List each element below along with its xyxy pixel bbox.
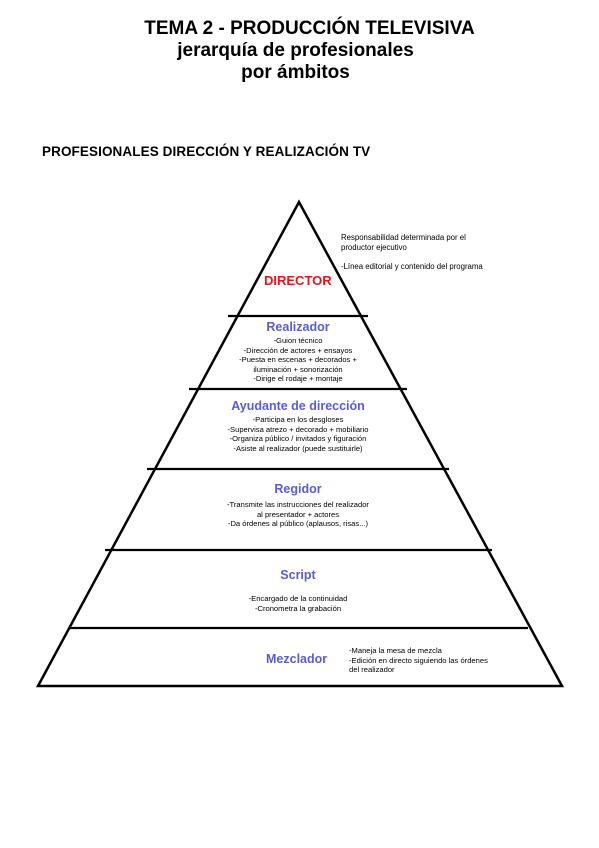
realizador-item-4: iluminación + sonorización bbox=[253, 364, 343, 374]
director-label: DIRECTOR bbox=[264, 273, 332, 288]
ayudante-item-3: -Organiza público / invitados y figuraci… bbox=[229, 434, 367, 444]
director-note-2: productor ejecutivo bbox=[341, 243, 407, 252]
pyramid-outline bbox=[35, 199, 565, 688]
script-item-2: -Cronometra la grabación bbox=[254, 603, 342, 613]
script-title: Script bbox=[280, 568, 316, 582]
page-header: TEMA 2 - PRODUCCIÓN TELEVISIVA jerarquía… bbox=[0, 18, 599, 84]
ayudante-items: -Participa en los desgloses -Supervisa a… bbox=[198, 415, 398, 453]
regidor-item-1: -Transmite las instrucciones del realiza… bbox=[227, 500, 369, 509]
realizador-item-1: -Guion técnico bbox=[273, 336, 323, 345]
section-title: PROFESIONALES DIRECCIÓN Y REALIZACIÓN TV bbox=[42, 144, 371, 159]
realizador-items: -Guion técnico -Dirección de actores + e… bbox=[198, 336, 398, 384]
script-items: -Encargado de la continuidad -Cronometra… bbox=[198, 594, 398, 613]
director-note-1: Responsabilidad determinada por el bbox=[341, 233, 466, 242]
ayudante-item-4: -Asiste al realizador (puede sustituirle… bbox=[233, 443, 363, 453]
realizador-item-3: -Puesta en escenas + decorados + bbox=[239, 355, 357, 365]
ayudante-title: Ayudante de dirección bbox=[231, 399, 365, 413]
header-line-3: por ámbitos bbox=[241, 62, 350, 83]
script-item-1: -Encargado de la continuidad bbox=[248, 594, 348, 603]
mezclador-item-1: -Maneja la mesa de mezcla bbox=[349, 646, 442, 655]
mezclador-title: Mezclador bbox=[266, 652, 328, 666]
header-line-2: jerarquía de profesionales bbox=[177, 40, 414, 61]
director-note-3: -Línea editorial y contenido del program… bbox=[341, 262, 483, 271]
realizador-item-5: -Dirige el rodaje + montaje bbox=[253, 374, 343, 384]
mezclador-item-3: del realizador bbox=[349, 665, 395, 675]
realizador-item-2: -Dirección de actores + ensayos bbox=[243, 345, 353, 355]
mezclador-item-2: -Edición en directo siguiendo las órdene… bbox=[349, 655, 488, 665]
regidor-item-3: -Da órdenes al público (aplausos, risas.… bbox=[227, 519, 369, 529]
regidor-items: -Transmite las instrucciones del realiza… bbox=[198, 500, 398, 529]
director-notes: Responsabilidad determinada por el produ… bbox=[341, 233, 483, 272]
ayudante-item-2: -Supervisa atrezo + decorado + mobiliari… bbox=[227, 424, 369, 434]
regidor-item-2: al presentador + actores bbox=[256, 509, 340, 519]
ayudante-item-1: -Participa en los desgloses bbox=[252, 415, 344, 424]
regidor-title: Regidor bbox=[274, 482, 322, 496]
realizador-title: Realizador bbox=[266, 320, 330, 334]
header-line-1: TEMA 2 - PRODUCCIÓN TELEVISIVA bbox=[144, 18, 475, 39]
mezclador-items: -Maneja la mesa de mezcla -Edición en di… bbox=[349, 646, 488, 675]
